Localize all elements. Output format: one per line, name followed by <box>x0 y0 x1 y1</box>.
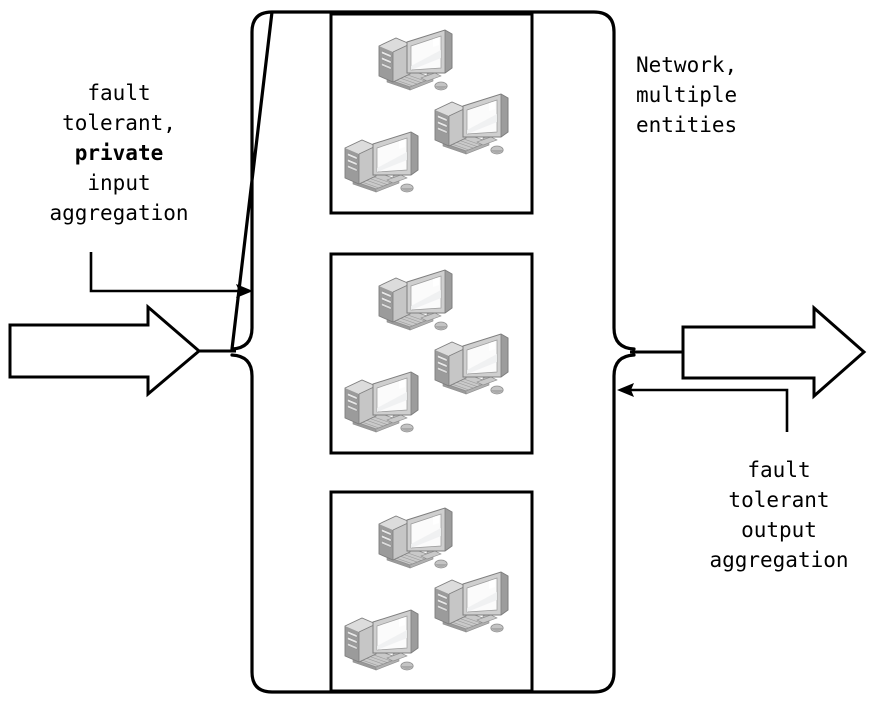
input-label-line-1: fault <box>87 81 151 105</box>
input-aggregation-label: fault tolerant, private input aggregation <box>0 78 238 228</box>
network-label-line-2: multiple <box>636 83 738 107</box>
output-label-line-4: aggregation <box>709 548 849 572</box>
input-label-line-3-private: private <box>74 141 164 165</box>
input-flow-arrow <box>8 303 236 398</box>
entity-box-2 <box>329 252 534 455</box>
output-flow-arrow <box>630 304 867 400</box>
entity-box-3 <box>329 490 534 693</box>
output-aggregation-label: fault tolerant output aggregation <box>679 455 879 575</box>
output-label-line-2: tolerant <box>728 488 830 512</box>
network-label: Network, multiple entities <box>636 50 737 140</box>
network-label-line-3: entities <box>636 113 738 137</box>
entity-box-1 <box>329 12 534 215</box>
input-annotation-arrow <box>89 252 253 298</box>
output-label-line-1: fault <box>747 458 811 482</box>
network-label-line-1: Network, <box>636 53 738 77</box>
input-label-line-4: input <box>87 171 151 195</box>
input-label-line-2: tolerant, <box>62 111 176 135</box>
output-label-line-3: output <box>741 518 817 542</box>
input-label-line-5: aggregation <box>49 201 189 225</box>
output-annotation-arrow <box>617 383 789 432</box>
